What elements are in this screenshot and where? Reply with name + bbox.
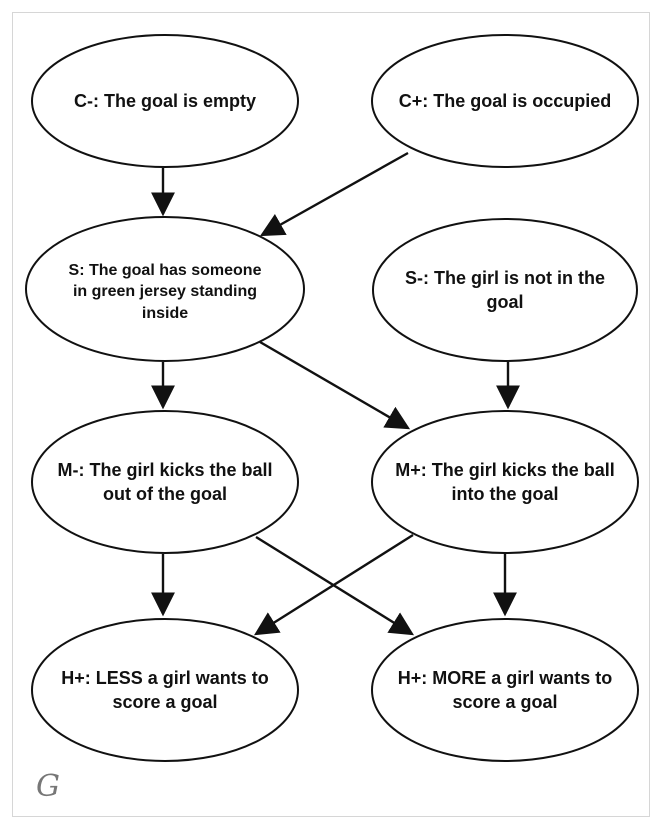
node-s-label: S: The goal has someone in green jersey …	[68, 261, 262, 322]
node-c-minus-label: C-: The goal is empty	[73, 90, 257, 111]
edge-s-to-m-plus	[259, 340, 411, 430]
node-m-minus-label: M-: The girl kicks the ball out of the g…	[57, 459, 273, 504]
node-h-more-label: H+: MORE a girl wants to score a goal	[397, 667, 613, 712]
node-m-minus-shape	[31, 410, 299, 554]
node-h-less: H+: LESS a girl wants to score a goal	[55, 654, 275, 726]
node-s: S: The goal has someone in green jersey …	[60, 252, 270, 332]
edge-c-plus-to-s	[259, 151, 409, 237]
node-h-more-shape	[371, 618, 639, 762]
node-s-minus: S-: The girl is not in the goal	[395, 255, 615, 325]
edge-m-plus-to-h-less	[253, 533, 414, 636]
node-h-less-shape	[31, 618, 299, 762]
node-c-plus-shape	[371, 34, 639, 168]
node-s-minus-shape	[372, 218, 638, 362]
node-m-plus: M+: The girl kicks the ball into the goa…	[395, 446, 615, 518]
node-m-plus-shape	[371, 410, 639, 554]
node-m-minus: M-: The girl kicks the ball out of the g…	[55, 446, 275, 518]
node-m-plus-label: M+: The girl kicks the ball into the goa…	[395, 459, 615, 504]
node-c-minus-shape	[31, 34, 299, 168]
node-c-plus: C+: The goal is occupied	[385, 70, 625, 132]
g-logo: G	[36, 769, 60, 804]
node-h-less-label: H+: LESS a girl wants to score a goal	[61, 667, 269, 712]
node-s-minus-label: S-: The girl is not in the goal	[405, 267, 605, 312]
node-h-more: H+: MORE a girl wants to score a goal	[395, 654, 615, 726]
node-c-minus: C-: The goal is empty	[50, 70, 280, 132]
node-s-shape	[25, 216, 305, 362]
node-c-plus-label: C+: The goal is occupied	[398, 90, 612, 111]
